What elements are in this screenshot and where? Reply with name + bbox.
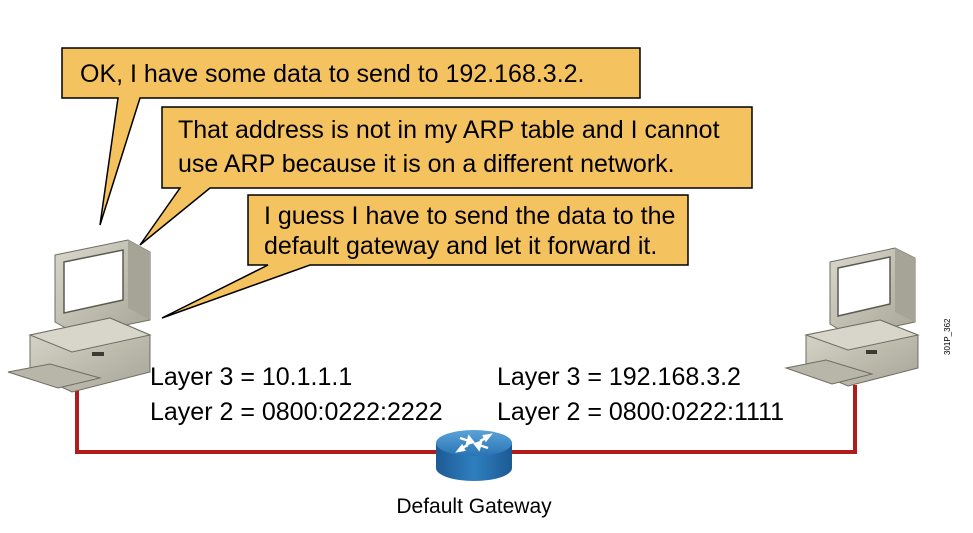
left-host-layer2: Layer 2 = 0800:0222:2222 [150,398,443,426]
right-computer-icon [784,247,920,387]
speech-bubble-1: OK, I have some data to send to 192.168.… [61,47,641,226]
router-icon [436,430,512,481]
bubble-2-line-1: That address is not in my ARP table and … [178,116,720,144]
left-host-layer3: Layer 3 = 10.1.1.1 [150,363,352,391]
left-computer-icon [7,239,152,393]
speech-bubble-2: That address is not in my ARP table and … [139,106,753,246]
speech-bubble-3: I guess I have to send the data to the d… [161,194,689,319]
right-host-layer3: Layer 3 = 192.168.3.2 [497,363,741,391]
bubble-2-line-2: use ARP because it is on a different net… [178,150,675,178]
bubble-3-line-2: default gateway and let it forward it. [264,232,657,260]
bubble-3-line-1: I guess I have to send the data to the [264,202,675,230]
figure-tag: 301P_362 [943,318,952,355]
bubble-1-line-1: OK, I have some data to send to 192.168.… [80,60,585,88]
right-host-layer2: Layer 2 = 0800:0222:1111 [497,398,784,426]
router-label: Default Gateway [396,495,552,518]
